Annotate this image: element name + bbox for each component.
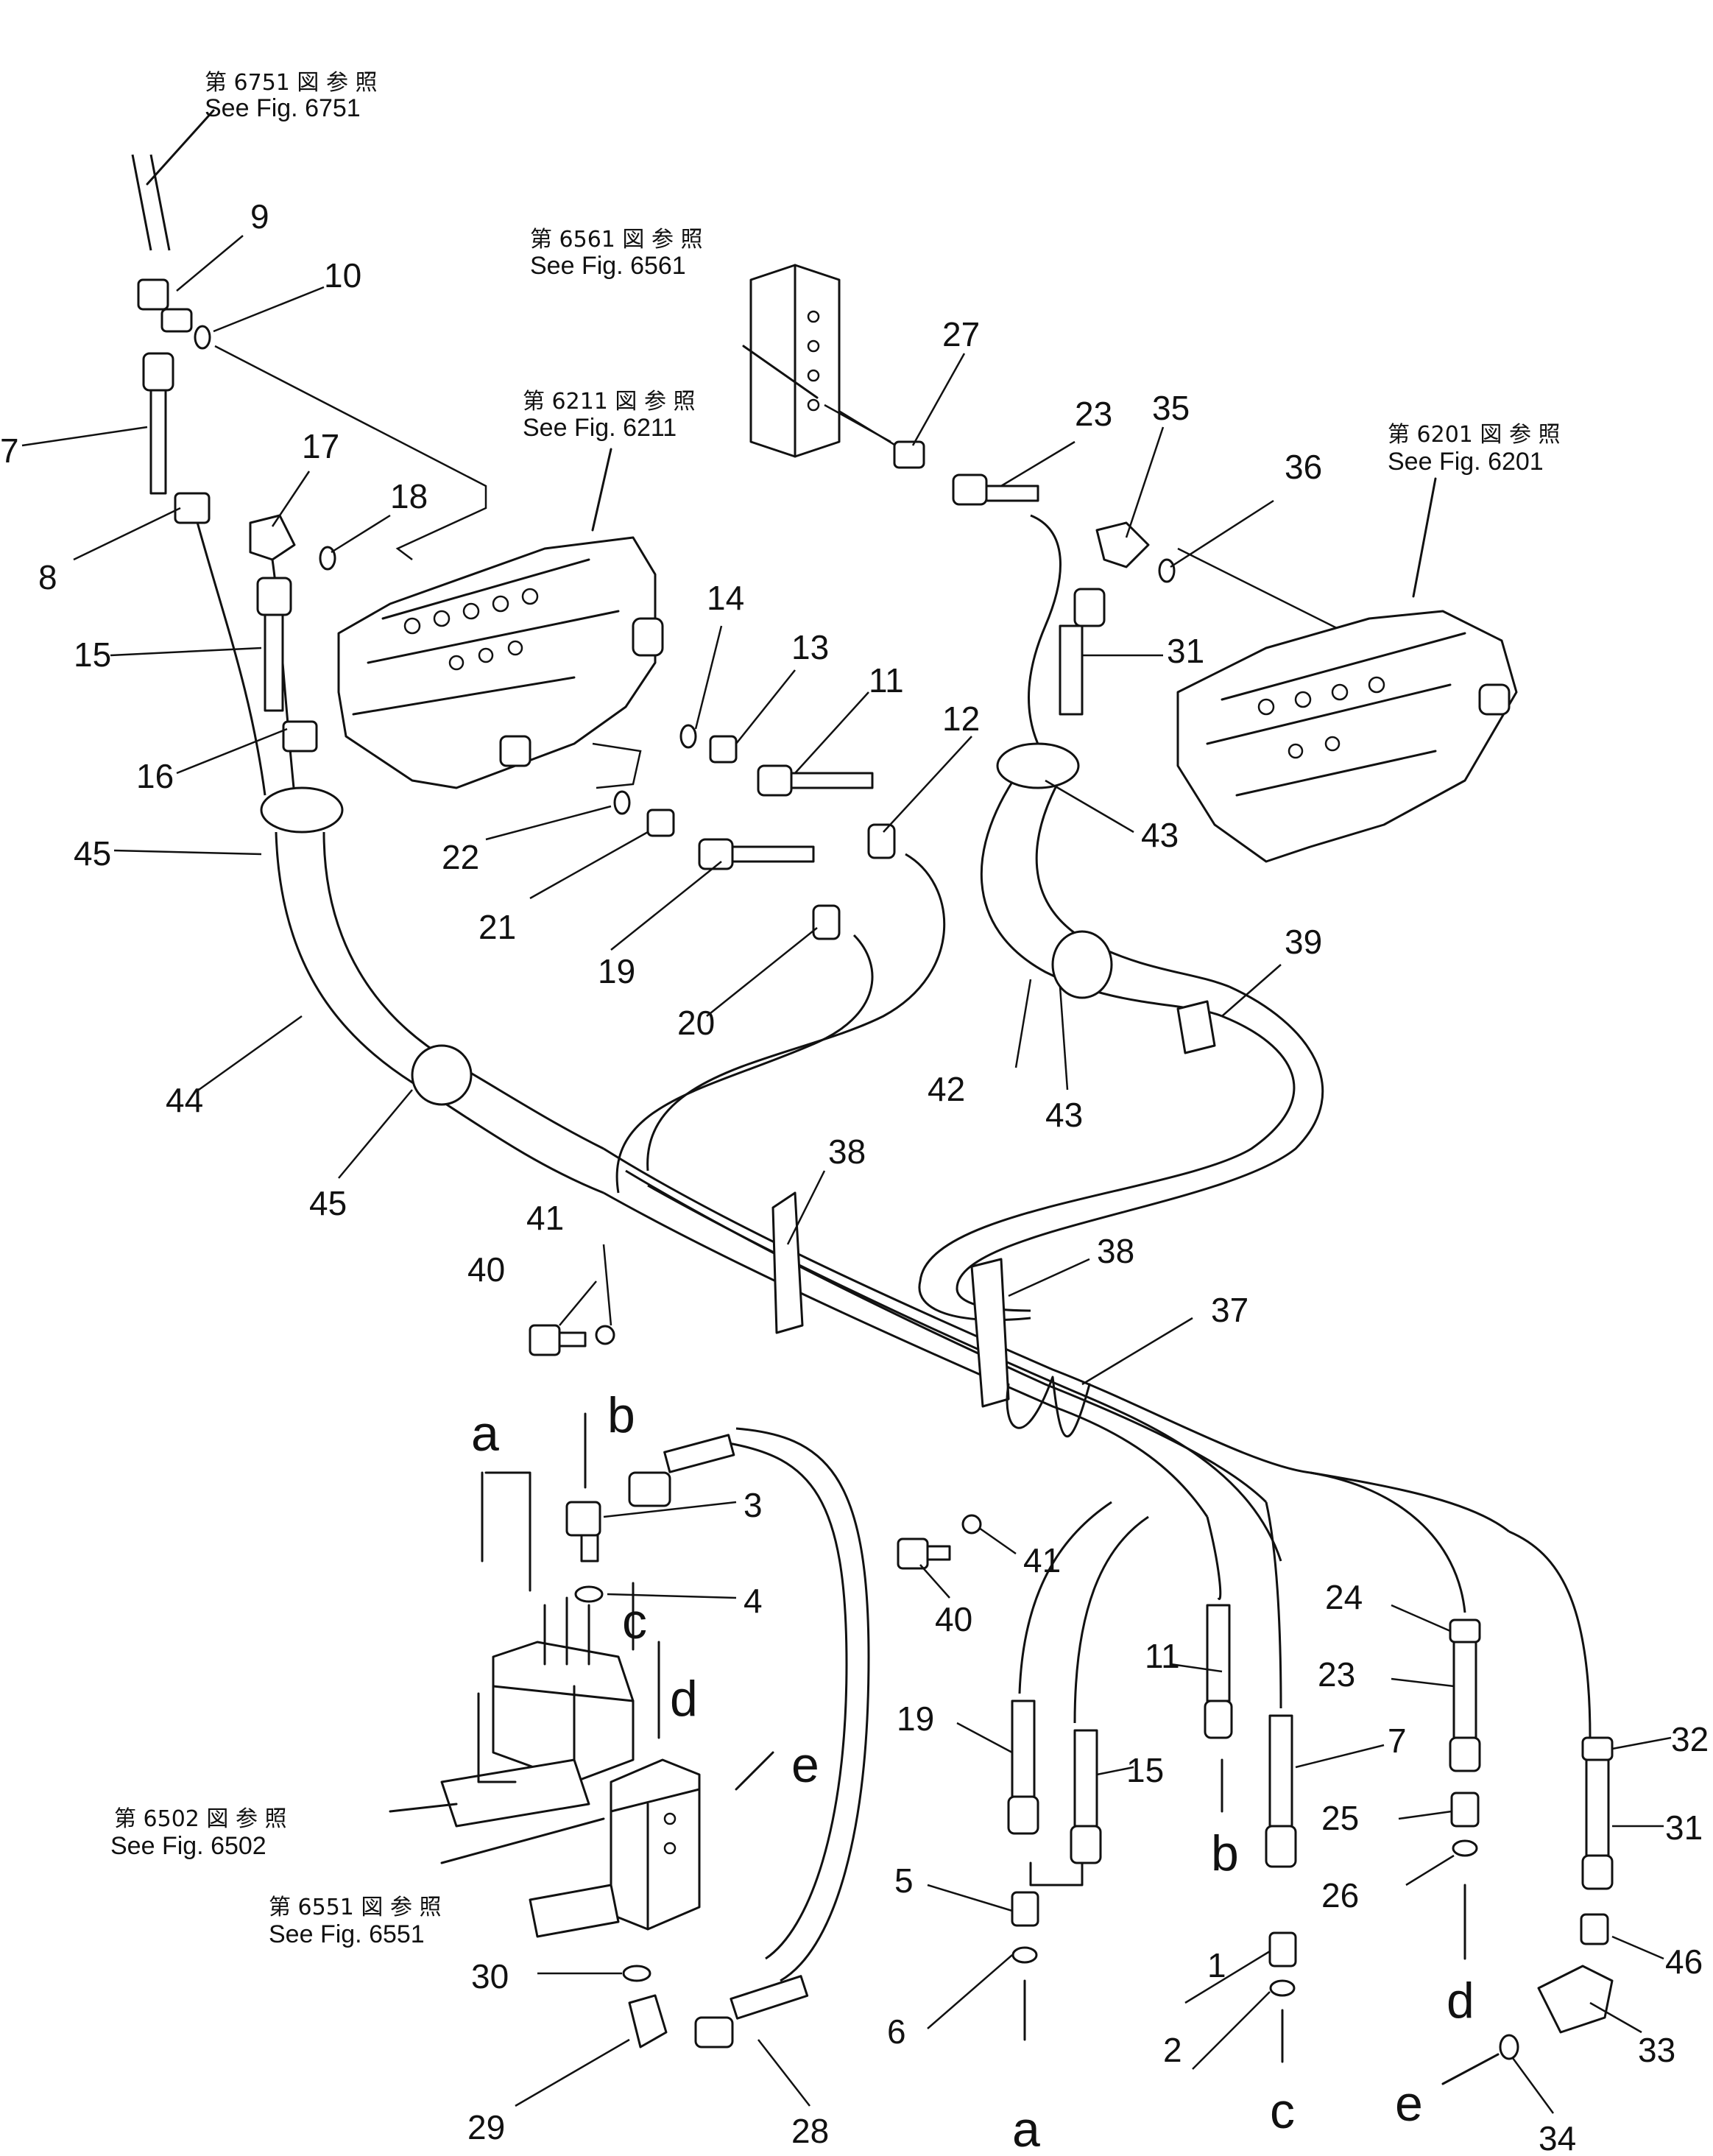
ref-en-6502: See Fig. 6502 [110,1832,266,1860]
part-number-32: 32 [1671,1720,1709,1758]
valve-block-6561 [749,264,891,458]
connection-letter-d-lower: d [1447,1973,1474,2029]
connection-letter-c: c [622,1593,647,1649]
part-number-31: 31 [1167,632,1204,670]
part-number-15: 15 [74,635,111,674]
part-number-40-lower: 40 [935,1600,972,1638]
part-number-5: 5 [894,1861,914,1900]
part-number-14: 14 [707,579,744,617]
control-valve-6201 [1176,610,1518,863]
part-number-34: 34 [1539,2119,1576,2156]
part-number-27: 27 [942,315,980,353]
part-number-37: 37 [1211,1291,1248,1329]
part-number-12: 12 [942,700,980,738]
control-valve-6211 [337,536,664,789]
part-number-20: 20 [677,1004,715,1042]
part-number-9: 9 [250,197,269,236]
connection-letter-e-lower: e [1395,2076,1423,2132]
part-number-38-lower: 38 [1097,1232,1134,1270]
part-number-38: 38 [828,1132,866,1171]
part-number-43: 43 [1141,816,1179,854]
part-number-40: 40 [467,1250,505,1289]
connection-letter-b-lower: b [1211,1825,1239,1881]
part-number-45-lower: 45 [309,1184,347,1222]
hose-routing [131,154,1592,1982]
part-number-22: 22 [442,838,479,876]
ref-en-6561: See Fig. 6561 [530,252,686,280]
part-number-41-lower: 41 [1023,1541,1061,1579]
part-number-17: 17 [302,427,339,465]
ref-en-6201: See Fig. 6201 [1388,448,1544,476]
part-number-2: 2 [1163,2031,1182,2069]
part-number-25: 25 [1321,1799,1359,1837]
ref-jp-6751: 第 6751 図 参 照 [205,70,378,96]
part-number-19: 19 [598,952,635,990]
ref-jp-6211: 第 6211 図 参 照 [523,389,696,415]
ref-jp-6551: 第 6551 図 参 照 [269,1895,442,1920]
part-number-42: 42 [928,1070,965,1108]
part-number-41: 41 [526,1199,564,1237]
connection-letter-d: d [670,1671,698,1727]
connection-letters: a b c d e a b c d e [471,1387,1474,2156]
part-number-11-lower: 11 [1145,1637,1180,1675]
part-number-19-lower: 19 [897,1699,934,1738]
ref-jp-6201: 第 6201 図 参 照 [1388,422,1561,448]
part-number-18: 18 [390,477,428,515]
part-number-29: 29 [467,2108,505,2146]
ref-en-6211: See Fig. 6211 [523,414,677,442]
part-number-24: 24 [1325,1578,1363,1616]
connection-letter-e: e [791,1737,819,1793]
part-number-6: 6 [887,2012,906,2051]
ref-jp-6561: 第 6561 図 参 照 [530,227,703,253]
part-number-46: 46 [1665,1942,1703,1981]
part-number-43-lower: 43 [1045,1096,1083,1134]
part-number-26: 26 [1321,1876,1359,1914]
part-number-44: 44 [166,1081,203,1119]
leader-lines [21,235,1672,2114]
ref-jp-6502: 第 6502 図 参 照 [114,1806,287,1832]
connection-letter-b: b [607,1387,635,1443]
ref-en-6551: See Fig. 6551 [269,1920,425,1948]
valve-block-6551 [529,1758,701,1938]
part-number-11: 11 [869,661,904,700]
part-number-15-lower: 15 [1126,1751,1164,1789]
part-number-39: 39 [1285,923,1322,961]
part-number-7: 7 [0,431,19,470]
part-number-45: 45 [74,834,111,873]
part-number-7-lower: 7 [1388,1722,1407,1760]
part-number-36: 36 [1285,448,1322,486]
fittings [137,278,1614,2060]
part-number-23-lower: 23 [1318,1655,1355,1694]
part-number-21: 21 [478,908,516,946]
part-number-3: 3 [744,1486,763,1524]
part-number-30: 30 [471,1957,509,1995]
part-number-28: 28 [791,2112,829,2150]
part-number-23: 23 [1075,395,1112,433]
valve-block-6502 [440,1596,635,1828]
part-numbers: 1 2 3 4 5 6 7 7 8 9 10 11 11 12 13 14 15… [0,197,1709,2156]
figure-references: 第 6751 図 参 照 See Fig. 6751 第 6561 図 参 照 … [110,70,1561,1948]
part-number-10: 10 [324,256,361,295]
part-number-1: 1 [1207,1946,1226,1984]
connection-letter-a: a [471,1406,499,1462]
connection-letter-a-lower: a [1012,2102,1040,2156]
part-number-31-lower: 31 [1665,1808,1703,1847]
ref-en-6751: See Fig. 6751 [205,94,361,122]
part-number-13: 13 [791,628,829,666]
part-number-8: 8 [38,558,57,596]
part-number-35: 35 [1152,389,1190,427]
part-number-4: 4 [744,1582,763,1620]
connection-letter-c-lower: c [1270,2083,1295,2139]
part-number-33: 33 [1638,2031,1675,2069]
arrows [146,109,1500,2085]
part-number-16: 16 [136,757,174,795]
